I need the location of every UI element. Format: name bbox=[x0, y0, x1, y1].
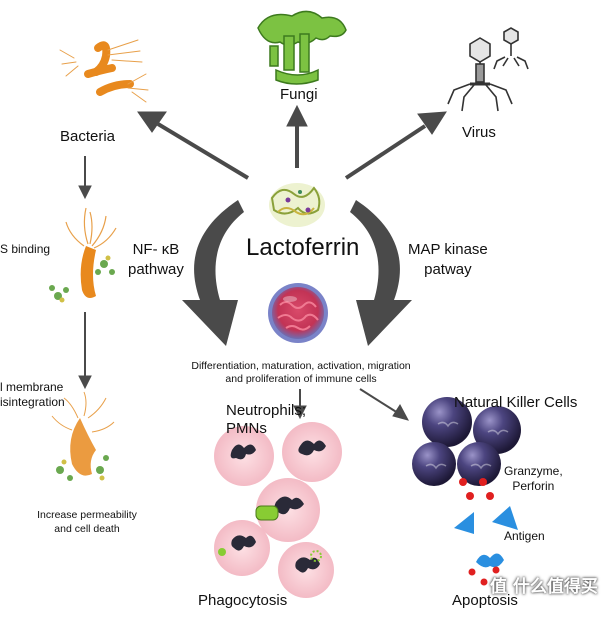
neutrophil-cell bbox=[278, 542, 334, 598]
nfkb-pathway-line-1: NF- κB bbox=[132, 241, 180, 258]
nfkb-pathway-arrow bbox=[182, 200, 244, 346]
apoptosis-image bbox=[468, 553, 504, 586]
nk-cell bbox=[457, 442, 501, 486]
immune-cell-image bbox=[268, 283, 328, 343]
neutrophils-label: Neutrophils; PMNs bbox=[226, 402, 306, 438]
antigen-label: Antigen bbox=[504, 529, 545, 543]
nfkb-pathway-line-2: pathway bbox=[128, 261, 184, 278]
arrow-bacteria-down-1 bbox=[78, 156, 92, 200]
arrow-to-neutrophils bbox=[293, 389, 307, 420]
neutrophil-cell bbox=[214, 520, 270, 576]
nk-cells bbox=[412, 397, 521, 486]
neutrophil-cell bbox=[255, 478, 320, 542]
arrow-to-nk-cells bbox=[359, 388, 409, 421]
neutrophils-line-1: Neutrophils; bbox=[226, 402, 307, 419]
granzyme-perforin-label: Granzyme, Perforin bbox=[504, 464, 563, 494]
neutrophils-line-2: PMNs bbox=[226, 420, 267, 437]
immune-caption-line-1: Differentiation, maturation, activation,… bbox=[191, 360, 411, 372]
cell-death-line-1: Increase permeability bbox=[37, 509, 137, 521]
watermark: 值 什么值得买 bbox=[490, 577, 598, 597]
cell-death-line-2: and cell death bbox=[54, 523, 120, 535]
granzyme-line-2: Perforin bbox=[512, 479, 555, 493]
membrane-disintegration-label: l membrane isintegration bbox=[0, 380, 65, 410]
map-kinase-pathway-arrow bbox=[350, 200, 412, 346]
neutrophil-cell bbox=[282, 422, 342, 482]
bacteria-label: Bacteria bbox=[60, 128, 116, 145]
lactoferrin-protein-image bbox=[269, 183, 325, 227]
nk-cells-label: Natural Killer Cells bbox=[454, 394, 578, 411]
nk-cell bbox=[473, 406, 521, 454]
nfkb-pathway-label: NF- κB pathway bbox=[128, 240, 184, 280]
immune-caption-line-2: and proliferation of immune cells bbox=[225, 373, 377, 385]
phagocytosis-label: Phagocytosis bbox=[198, 592, 288, 609]
nk-cell bbox=[412, 442, 456, 486]
map-kinase-line-1: MAP kinase bbox=[408, 241, 488, 258]
neutrophil-cell bbox=[214, 426, 274, 486]
lps-binding-label: S binding bbox=[0, 242, 51, 256]
cell-death-label: Increase permeability and cell death bbox=[22, 508, 152, 536]
map-kinase-pathway-label: MAP kinase patway bbox=[408, 240, 488, 280]
neutrophil-cells bbox=[214, 422, 342, 598]
arrow-bacteria-down-2 bbox=[78, 312, 92, 390]
arrow-to-virus bbox=[344, 111, 447, 180]
fungi-image bbox=[257, 10, 347, 85]
membrane-line-1: l membrane bbox=[0, 380, 64, 394]
granzyme-perforin-dots bbox=[459, 478, 494, 500]
fungi-label: Fungi bbox=[280, 86, 318, 103]
virus-label: Virus bbox=[462, 124, 496, 141]
bacteria-image bbox=[59, 39, 149, 103]
lactoferrin-title: Lactoferrin bbox=[246, 234, 360, 261]
arrow-to-fungi bbox=[286, 104, 308, 168]
membrane-disintegration-image bbox=[51, 391, 115, 481]
apoptosis-label: Apoptosis bbox=[452, 592, 518, 609]
antigen-markers bbox=[454, 506, 518, 534]
arrow-to-bacteria bbox=[137, 111, 250, 180]
virus-image bbox=[447, 27, 529, 112]
immune-caption: Differentiation, maturation, activation,… bbox=[176, 360, 426, 386]
membrane-line-2: isintegration bbox=[0, 395, 65, 409]
nk-cell bbox=[422, 397, 472, 447]
map-kinase-line-2: patway bbox=[424, 261, 472, 278]
lps-binding-image bbox=[49, 207, 117, 303]
granzyme-line-1: Granzyme, bbox=[504, 464, 563, 478]
